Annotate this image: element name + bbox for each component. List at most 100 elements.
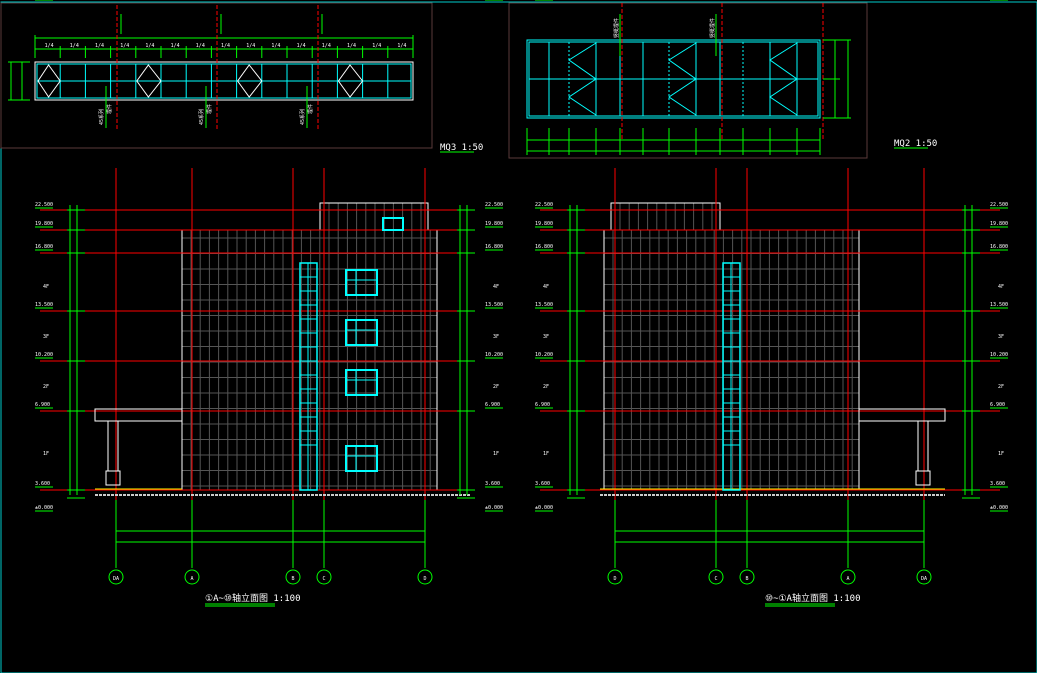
level-label: 10.200 — [485, 352, 503, 358]
mq3-dim-label: 1/4 — [45, 43, 54, 49]
mq2-note-label: 竖梃埋件 — [613, 18, 620, 38]
mq3-dim-label: 1/4 — [171, 43, 180, 49]
mq3-title: MQ3 1:50 — [440, 143, 483, 153]
level-label: 6.900 — [535, 402, 550, 408]
mq3-dim-label: 1/4 — [196, 43, 205, 49]
level-label: 10.200 — [535, 352, 553, 358]
window — [345, 369, 378, 396]
canopy-slab — [94, 408, 183, 422]
mq2-opening-mark — [668, 42, 697, 116]
roof-door — [382, 217, 404, 231]
level-label: -0.450 — [990, 0, 1008, 2]
mq3-dim-label: 1/4 — [145, 43, 154, 49]
level-label: 22.500 — [485, 202, 503, 208]
level-label: 19.800 — [485, 221, 503, 227]
level-label: 6.900 — [485, 402, 500, 408]
mq2-detail: 竖梃埋件竖梃埋件 MQ2 1:50 — [508, 2, 937, 159]
level-label: 19.800 — [990, 221, 1008, 227]
axis-bubble — [607, 569, 623, 585]
level-label: 16.800 — [485, 244, 503, 250]
level-label: 3.600 — [990, 481, 1005, 487]
mq3-note-label: 45系列 — [299, 109, 306, 125]
mq3-dim-label: 1/4 — [120, 43, 129, 49]
level-label: 16.800 — [35, 244, 53, 250]
mq3-note-label: 45系列 — [98, 109, 105, 125]
mq3-embed-label: 埋件 — [307, 104, 314, 114]
level-label: -0.450 — [485, 0, 503, 2]
mq3-dim-label: 1/4 — [70, 43, 79, 49]
floor-label: 2F — [493, 384, 499, 390]
mq2-frame — [508, 2, 868, 159]
canopy-slab — [858, 408, 946, 422]
axis-label: B — [745, 576, 748, 582]
axis-bubble — [108, 569, 124, 585]
level-label: 10.200 — [990, 352, 1008, 358]
elevation-title: ⑩~①A轴立面图 1:100 — [765, 592, 861, 604]
mq3-dim-label: 1/4 — [246, 43, 255, 49]
axis-label: A — [846, 576, 849, 582]
mq3-diamond — [37, 64, 61, 98]
floor-label: 4F — [493, 284, 499, 290]
mq2-opening-mark — [568, 42, 597, 116]
axis-label: B — [291, 576, 294, 582]
axis-label: D — [423, 576, 426, 582]
axis-label: DA — [921, 576, 927, 582]
axis-bubble — [285, 569, 301, 585]
mq3-frame — [0, 2, 433, 149]
floor-label: 3F — [543, 334, 549, 340]
level-label: 6.900 — [990, 402, 1005, 408]
mq3-diamond — [236, 64, 263, 98]
level-label: -0.450 — [535, 0, 553, 2]
mq3-dim-label: 1/4 — [271, 43, 280, 49]
elevation-right: D C B A DA 22.500 19.800 16.800 13.500 10.200 6.90… — [535, 0, 1008, 607]
axis-bubble — [916, 569, 932, 585]
mq3-dim-label: 1/4 — [397, 43, 406, 49]
mq3-diamond — [337, 64, 364, 98]
floor-label: 1F — [493, 451, 499, 457]
level-label: ±0.000 — [35, 505, 53, 511]
floor-label: 4F — [543, 284, 549, 290]
floor-label: 1F — [998, 451, 1004, 457]
axis-label: DA — [113, 576, 119, 582]
mq2-title: MQ2 1:50 — [894, 139, 937, 149]
floor-label: 4F — [43, 284, 49, 290]
floor-label: 3F — [998, 334, 1004, 340]
window — [345, 269, 378, 296]
elevation-left: DA A B C D 22.500 19.800 16.800 13.500 10.200 6.90… — [35, 0, 503, 607]
level-label: ±0.000 — [535, 505, 553, 511]
mq2-opening-mark — [769, 42, 798, 116]
floor-label: 4F — [998, 284, 1004, 290]
level-label: 22.500 — [535, 202, 553, 208]
mq3-dim-label: 1/4 — [221, 43, 230, 49]
axis-bubble — [417, 569, 433, 585]
axis-label: A — [190, 576, 193, 582]
window — [345, 319, 378, 346]
axis-bubble — [316, 569, 332, 585]
level-label: 16.800 — [535, 244, 553, 250]
mq3-dim-label: 1/4 — [322, 43, 331, 49]
axis-label: D — [613, 576, 616, 582]
level-label: 13.500 — [485, 302, 503, 308]
axis-label: C — [322, 576, 325, 582]
axis-bubble — [840, 569, 856, 585]
level-label: 6.900 — [35, 402, 50, 408]
axis-label: C — [714, 576, 717, 582]
mq3-note-label: 45系列 — [198, 109, 205, 125]
mq3-diamond — [136, 64, 162, 98]
floor-label: 1F — [543, 451, 549, 457]
window — [345, 445, 378, 472]
floor-label: 2F — [543, 384, 549, 390]
level-label: 22.500 — [990, 202, 1008, 208]
level-label: -0.450 — [35, 0, 53, 2]
axis-bubble — [184, 569, 200, 585]
level-label: 22.500 — [35, 202, 53, 208]
mq3-dim-label: 1/4 — [372, 43, 381, 49]
canopy-column-base — [915, 470, 931, 486]
axis-bubble — [739, 569, 755, 585]
level-label: 13.500 — [535, 302, 553, 308]
level-label: 13.500 — [990, 302, 1008, 308]
level-label: 19.800 — [35, 221, 53, 227]
